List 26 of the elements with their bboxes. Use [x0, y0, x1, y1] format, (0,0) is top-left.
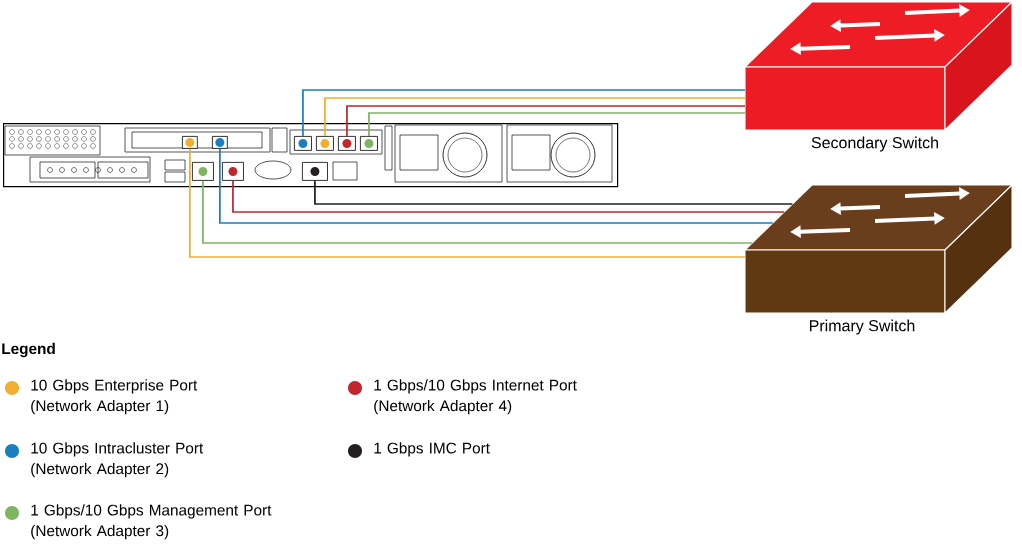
cable-line	[302, 89, 746, 137]
cable-line	[232, 179, 786, 213]
cable-line	[202, 179, 754, 244]
port-socket	[316, 136, 334, 151]
cable-line	[314, 179, 794, 205]
port-socket	[212, 136, 228, 149]
legend-text: 10 Gbps Enterprise Port (Network Adapter 1)	[31, 379, 198, 415]
cable-line	[324, 97, 746, 137]
port-socket	[338, 136, 356, 151]
port-socket	[360, 136, 378, 151]
port-socket	[222, 162, 244, 181]
cable-line	[368, 112, 746, 137]
port-socket	[182, 136, 198, 149]
cable-line	[346, 105, 746, 137]
legend-text: 10 Gbps Intracluster Port (Network Adapter 2)	[31, 442, 204, 478]
legend-text: 1 Gbps/10 Gbps Internet Port (Network Adapter 4)	[374, 379, 577, 415]
legend-text: 1 Gbps/10 Gbps Management Port (Network Adapter 3)	[31, 504, 272, 540]
port-socket	[302, 162, 328, 181]
switch-label: Primary Switch	[810, 319, 915, 335]
port-socket	[294, 136, 312, 151]
switch-label: Secondary Switch	[811, 136, 938, 152]
port-socket	[192, 162, 214, 181]
server-drawing	[3, 123, 619, 188]
legend-title: Legend	[2, 342, 55, 358]
cable-line	[189, 147, 746, 258]
legend-text: 1 Gbps IMC Port	[374, 442, 490, 457]
